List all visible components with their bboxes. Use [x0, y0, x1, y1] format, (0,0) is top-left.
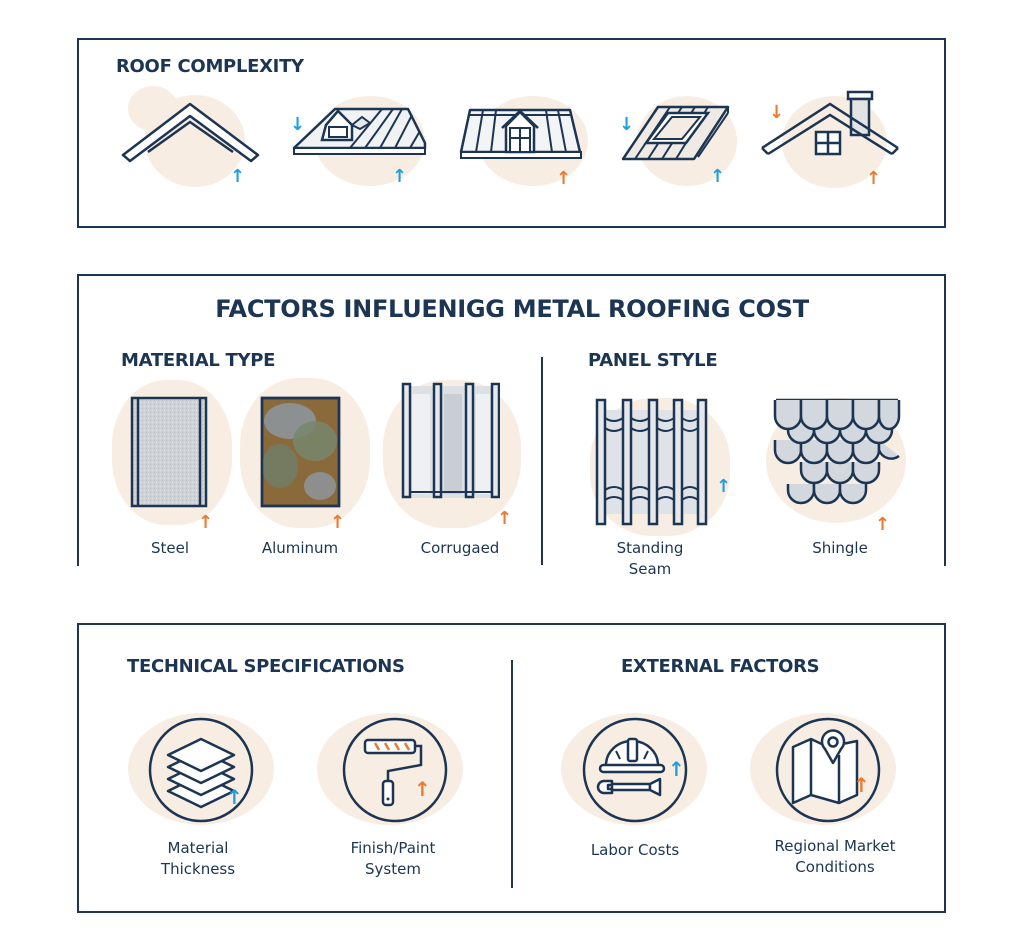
- factors-title: FACTORS INFLUENIGG METAL ROOFING COST: [215, 295, 809, 323]
- gable-dormer-roof-icon: [459, 108, 582, 159]
- regional-market-label-line1: Regional Market: [774, 837, 896, 855]
- corrugated-panel-icon: [401, 382, 500, 499]
- dormer-roof-icon: [292, 107, 427, 155]
- increase-arrow-icon: ↑: [853, 773, 870, 797]
- factors-panel: [77, 274, 946, 566]
- roof-complexity-panel: [77, 38, 946, 228]
- steel-label: Steel: [150, 539, 190, 557]
- finish-paint-system-label-line2: System: [365, 860, 421, 878]
- increase-arrow-icon: ↑: [716, 476, 732, 497]
- finish-paint-system-label: Finish/Paint System: [333, 838, 453, 880]
- shingle-icon: [773, 398, 901, 505]
- simple-gable-roof-icon: [121, 102, 260, 163]
- regional-market-label-line2: Conditions: [795, 858, 875, 876]
- house-chimney-roof-icon: [761, 90, 899, 156]
- increase-arrow-icon: ↑: [866, 168, 882, 189]
- decrease-arrow-icon: ↓: [619, 114, 635, 135]
- hardhat-wrench-icon: [582, 717, 688, 823]
- panel-style-heading: PANEL STYLE: [588, 350, 718, 371]
- decrease-arrow-icon: ↓: [769, 102, 785, 123]
- standing-seam-label-line2: Seam: [628, 560, 672, 578]
- section-divider: [511, 660, 513, 888]
- layers-icon: [148, 717, 254, 823]
- section-divider: [541, 357, 543, 565]
- roof-complexity-heading: ROOF COMPLEXITY: [116, 56, 304, 77]
- shingle-label: Shingle: [812, 539, 868, 557]
- increase-arrow-icon: ↑: [556, 168, 572, 189]
- corrugated-label: Corrugaed: [420, 539, 500, 557]
- increase-arrow-icon: ↑: [392, 166, 408, 187]
- increase-arrow-icon: ↑: [710, 166, 726, 187]
- aluminum-panel-icon: [260, 396, 341, 508]
- increase-arrow-icon: ↑: [230, 166, 246, 187]
- material-thickness-label-line2: Thickness: [160, 860, 236, 878]
- increase-arrow-icon: ↑: [414, 777, 431, 801]
- steel-panel-icon: [130, 396, 208, 508]
- paint-roller-icon: [342, 717, 448, 823]
- increase-arrow-icon: ↑: [198, 512, 214, 533]
- material-thickness-label: Material Thickness: [138, 838, 258, 880]
- material-thickness-label-line1: Material: [167, 839, 229, 857]
- standing-seam-label-line1: Standing: [616, 539, 684, 557]
- increase-arrow-icon: ↑: [226, 785, 243, 809]
- increase-arrow-icon: ↑: [668, 757, 685, 781]
- labor-costs-label: Labor Costs: [590, 841, 680, 859]
- standing-seam-icon: [595, 398, 708, 526]
- external-factors-heading: EXTERNAL FACTORS: [621, 656, 820, 677]
- technical-specifications-heading: TECHNICAL SPECIFICATIONS: [127, 656, 405, 677]
- aluminum-label: Aluminum: [261, 539, 339, 557]
- regional-market-conditions-label: Regional Market Conditions: [755, 836, 915, 878]
- blob: [317, 713, 463, 825]
- decrease-arrow-icon: ↓: [290, 114, 306, 135]
- increase-arrow-icon: ↑: [497, 508, 513, 529]
- finish-paint-system-label-line1: Finish/Paint: [350, 839, 436, 857]
- specs-external-panel: [77, 623, 946, 913]
- increase-arrow-icon: ↑: [875, 514, 891, 535]
- map-pin-icon: [775, 717, 881, 823]
- standing-seam-label: Standing Seam: [590, 538, 710, 580]
- material-type-heading: MATERIAL TYPE: [121, 350, 276, 371]
- skylight-roof-icon: [621, 105, 730, 161]
- increase-arrow-icon: ↑: [330, 512, 346, 533]
